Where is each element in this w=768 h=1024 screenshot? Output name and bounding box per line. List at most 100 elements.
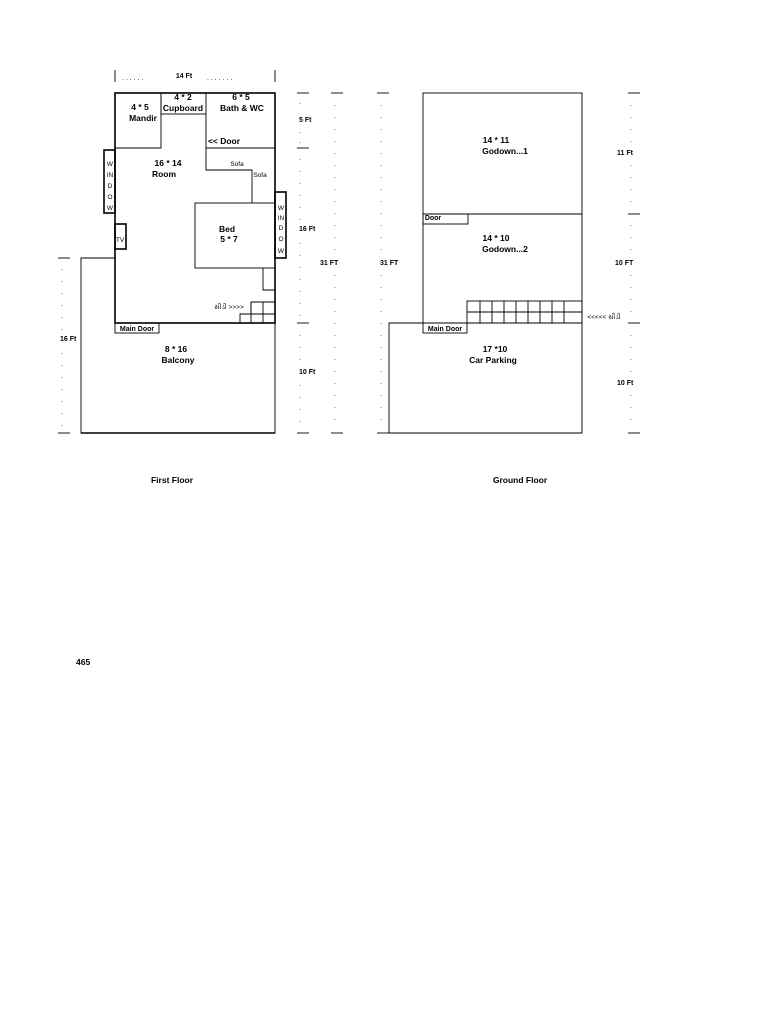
- svg-text:.: .: [334, 415, 336, 422]
- svg-text:.: .: [380, 295, 382, 302]
- svg-text:.: .: [380, 343, 382, 350]
- svg-text:.: .: [334, 149, 336, 156]
- svg-text:.: .: [380, 283, 382, 290]
- svg-text:.: .: [630, 221, 632, 228]
- svg-text:.: .: [299, 311, 301, 318]
- dimension-10FT: 10 FT: [615, 260, 634, 267]
- svg-text:.: .: [61, 373, 63, 380]
- svg-text:.: .: [299, 128, 301, 135]
- svg-text:.: .: [334, 307, 336, 314]
- svg-text:.: .: [61, 289, 63, 296]
- svg-text:.: .: [630, 355, 632, 362]
- svg-text:.: .: [334, 245, 336, 252]
- bath-name: Bath & WC: [220, 103, 264, 113]
- svg-text:.: .: [61, 265, 63, 272]
- svg-text:.: .: [630, 233, 632, 240]
- svg-text:.: .: [630, 403, 632, 410]
- tv-label: TV: [116, 237, 125, 244]
- svg-text:.: .: [380, 137, 382, 144]
- bath-size: 6 * 5: [232, 92, 250, 102]
- svg-text:.: .: [380, 415, 382, 422]
- svg-text:.: .: [334, 319, 336, 326]
- first-floor-right-dimensions: . .. .. .. .. .. .. .. . .. . .. .. 5 Ft…: [297, 92, 316, 434]
- svg-text:.: .: [630, 295, 632, 302]
- svg-text:.: .: [630, 185, 632, 192]
- ground-floor-total-height: .. .. .. .. .. .. . .. .. .. .. .. .. . …: [377, 92, 399, 434]
- right-window-letter: W: [278, 205, 285, 212]
- svg-text:.: .: [334, 101, 336, 108]
- svg-text:.: .: [380, 125, 382, 132]
- left-window: [103, 149, 116, 214]
- svg-text:.: .: [61, 361, 63, 368]
- svg-text:.: .: [299, 251, 301, 258]
- godown2-size: 14 * 10: [483, 233, 510, 243]
- svg-text:.: .: [630, 415, 632, 422]
- dimension-5ft: 5 Ft: [299, 117, 312, 124]
- sofa-label-2: Sofa: [253, 172, 267, 179]
- svg-text:.: .: [299, 287, 301, 294]
- godown-door-label: Door: [425, 215, 442, 222]
- svg-text:.: .: [630, 113, 632, 120]
- left-window-letter: O: [107, 194, 112, 201]
- svg-text:.: .: [299, 215, 301, 222]
- svg-text:.: .: [334, 197, 336, 204]
- right-window-letter: W: [278, 248, 285, 255]
- first-floor-plan: . . . . . . . . . . . . . 14 Ft 4 * 5 Ma…: [58, 70, 343, 485]
- left-window-letter: W: [107, 161, 114, 168]
- svg-text:.: .: [299, 167, 301, 174]
- svg-text:.: .: [299, 393, 301, 400]
- svg-text:.: .: [380, 379, 382, 386]
- room-size: 16 * 14: [155, 158, 182, 168]
- bed-size: 5 * 7: [220, 234, 238, 244]
- dimension-10ft: 10 Ft: [299, 369, 316, 376]
- svg-text:.: .: [380, 245, 382, 252]
- balcony-name: Balcony: [161, 355, 194, 365]
- sofa-label-1: Sofa: [230, 161, 244, 168]
- svg-text:.: .: [380, 149, 382, 156]
- svg-text:.: .: [334, 209, 336, 216]
- svg-text:.: .: [61, 385, 63, 392]
- svg-text:. . . . . .: . . . . . .: [122, 75, 143, 82]
- room-name: Room: [152, 169, 177, 179]
- svg-text:.: .: [630, 197, 632, 204]
- first-floor-caption: First Floor: [151, 475, 194, 485]
- main-door-label: Main Door: [120, 326, 154, 333]
- balcony-size: 8 * 16: [165, 344, 187, 354]
- svg-text:.: .: [299, 203, 301, 210]
- svg-text:.: .: [380, 307, 382, 314]
- svg-text:.: .: [299, 405, 301, 412]
- svg-text:.: .: [334, 137, 336, 144]
- right-window: [274, 191, 287, 259]
- svg-text:.: .: [380, 367, 382, 374]
- svg-text:.: .: [334, 403, 336, 410]
- parking-size: 17 *10: [483, 344, 508, 354]
- svg-text:.: .: [334, 221, 336, 228]
- svg-text:.: .: [380, 391, 382, 398]
- svg-text:.: .: [380, 101, 382, 108]
- ground-stairs-label: <<<<< સીડી: [587, 313, 620, 321]
- car-parking-outline: [388, 322, 583, 434]
- top-dimension: . . . . . . . . . . . . . 14 Ft: [114, 70, 276, 82]
- svg-text:.: .: [299, 299, 301, 306]
- godown1-name: Godown...1: [482, 146, 528, 156]
- svg-text:.: .: [334, 173, 336, 180]
- tv-box: [114, 223, 127, 250]
- left-dimension: .. .. .. .. .. .. . 16 Ft: [58, 257, 77, 434]
- svg-text:.: .: [299, 191, 301, 198]
- svg-text:.: .: [630, 391, 632, 398]
- stairs-label: સીડી >>>>: [214, 303, 244, 311]
- dimension-11ft: 11 Ft: [617, 150, 634, 157]
- dimension-16ft: 16 Ft: [299, 226, 316, 233]
- cupboard-name: Cupboard: [163, 103, 203, 113]
- svg-text:.: .: [299, 179, 301, 186]
- svg-text:.: .: [380, 113, 382, 120]
- svg-text:.: .: [61, 349, 63, 356]
- sofa-outline: [205, 148, 253, 203]
- svg-text:.: .: [630, 173, 632, 180]
- bed-side-table: [262, 268, 275, 291]
- svg-text:.: .: [334, 331, 336, 338]
- svg-text:.: .: [630, 161, 632, 168]
- svg-text:.: .: [61, 325, 63, 332]
- svg-text:.: .: [334, 343, 336, 350]
- svg-text:.: .: [334, 113, 336, 120]
